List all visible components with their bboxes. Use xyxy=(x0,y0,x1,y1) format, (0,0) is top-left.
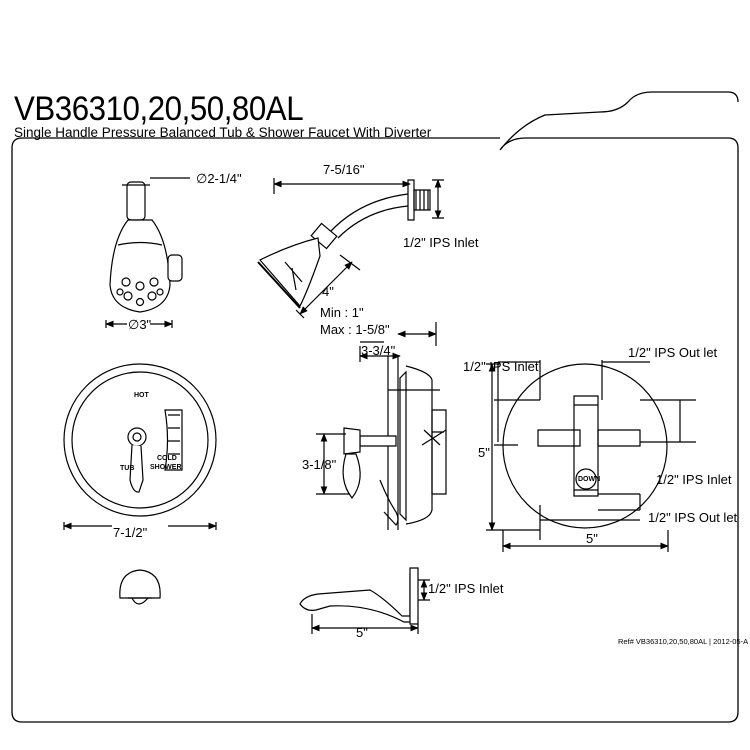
valve-side-view xyxy=(316,322,446,530)
handle-height-label: 3-1/8" xyxy=(302,457,337,472)
valve-outlet-bottom-label: 1/2" IPS Out let xyxy=(648,510,738,525)
showerhead-face-label: ∅3" xyxy=(128,317,152,332)
valve-width-label: 5" xyxy=(586,531,598,546)
valve-depth-label: 3-3/4" xyxy=(361,343,396,358)
shower-label: SHOWER xyxy=(150,464,182,471)
product-description: Single Handle Pressure Balanced Tub & Sh… xyxy=(14,125,432,140)
arm-inlet-label: 1/2" IPS Inlet xyxy=(403,235,479,250)
tub-spout-front-view xyxy=(120,570,160,604)
hot-label: HOT xyxy=(134,392,149,399)
valve-rough-front-view xyxy=(486,360,696,552)
showerhead-front-view xyxy=(105,178,190,328)
reference-number: Ref# VB36310,20,50,80AL | 2012-05-A xyxy=(618,637,749,646)
spout-inlet-label: 1/2" IPS Inlet xyxy=(428,581,504,596)
max-depth-label: Max : 1-5/8" xyxy=(320,322,390,337)
showerhead-diameter-label: ∅2-1/4" xyxy=(196,171,242,186)
trim-plate-front-view xyxy=(63,364,217,530)
showerhead-side-view xyxy=(258,178,444,318)
tub-label: TUB xyxy=(120,465,135,472)
tub-spout-side-view xyxy=(300,568,430,634)
arm-drop-label: 4" xyxy=(322,284,334,299)
valve-inlet-right-label: 1/2" IPS Inlet xyxy=(656,472,732,487)
spout-length-label: 5" xyxy=(356,625,368,640)
model-number: VB36310,20,50,80AL xyxy=(14,90,304,128)
down-label: DOWN xyxy=(578,476,601,483)
sheet-frame xyxy=(12,92,738,722)
valve-inlet-top-label: 1/2" IPS Inlet xyxy=(463,359,539,374)
cold-label: COLD xyxy=(157,455,177,462)
valve-outlet-top-label: 1/2" IPS Out let xyxy=(628,345,718,360)
valve-height-label: 5" xyxy=(478,445,490,460)
arm-length-label: 7-5/16" xyxy=(323,162,365,177)
min-depth-label: Min : 1" xyxy=(320,305,364,320)
trim-diameter-label: 7-1/2" xyxy=(113,525,148,540)
